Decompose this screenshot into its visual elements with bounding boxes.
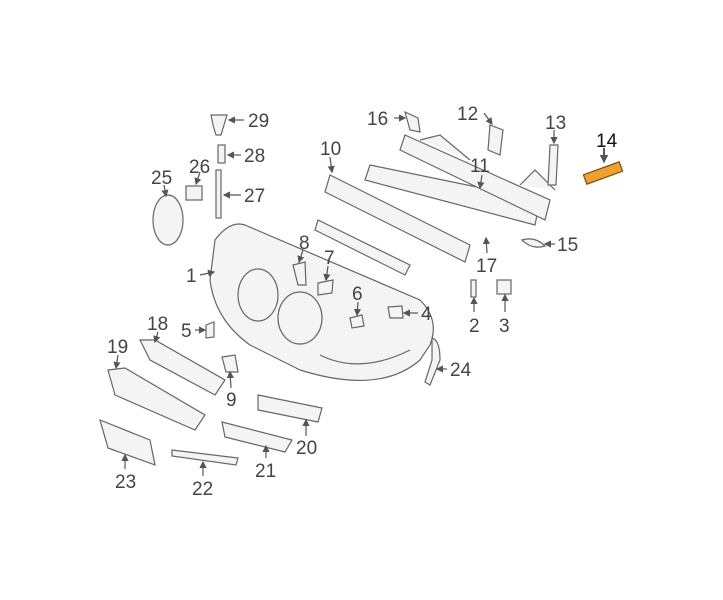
part-29-rivet[interactable] xyxy=(210,114,228,136)
part-7-bracket[interactable] xyxy=(317,279,334,296)
callout-16: 16 xyxy=(367,109,388,130)
callout-20: 20 xyxy=(296,438,317,459)
part-28-pin[interactable] xyxy=(217,144,226,164)
part-27-bolt[interactable] xyxy=(215,169,222,219)
callout-1: 1 xyxy=(186,266,197,287)
part-19-grille[interactable] xyxy=(107,367,206,431)
part-4-bracket[interactable] xyxy=(387,305,404,319)
callout-28: 28 xyxy=(244,146,265,167)
callout-8: 8 xyxy=(299,233,310,254)
part-12-bracket[interactable] xyxy=(487,124,504,156)
part-1-lower-opening xyxy=(319,349,411,365)
part-rail xyxy=(314,219,411,276)
callout-2: 2 xyxy=(469,316,480,337)
callout-22: 22 xyxy=(192,479,213,500)
callout-12: 12 xyxy=(457,104,478,125)
part-1-kidney-left xyxy=(237,268,279,322)
part-6-clip[interactable] xyxy=(349,314,365,329)
callout-10: 10 xyxy=(320,139,341,160)
part-2-screw[interactable] xyxy=(470,279,477,298)
part-14-highlighted[interactable] xyxy=(582,161,624,185)
callout-11: 11 xyxy=(470,156,490,177)
callout-25: 25 xyxy=(151,168,172,189)
callout-9: 9 xyxy=(226,390,237,411)
callout-18: 18 xyxy=(147,314,168,335)
callout-24: 24 xyxy=(450,360,472,381)
callout-19: 19 xyxy=(107,337,128,358)
callout-7: 7 xyxy=(324,248,335,269)
part-21-grille[interactable] xyxy=(221,421,293,453)
part-10-absorber[interactable] xyxy=(324,174,471,263)
callout-14: 14 xyxy=(596,131,618,152)
callout-26: 26 xyxy=(189,157,210,178)
part-15-cover[interactable] xyxy=(520,238,547,248)
part-13-bracket[interactable] xyxy=(547,144,559,186)
part-5-cover[interactable] xyxy=(205,321,215,339)
part-26-clip[interactable] xyxy=(185,185,203,201)
part-23-plate-bracket[interactable] xyxy=(99,418,156,466)
callout-5: 5 xyxy=(181,321,192,342)
part-18-grille[interactable] xyxy=(139,339,226,396)
part-24-trim[interactable] xyxy=(424,337,441,386)
part-20-grille[interactable] xyxy=(257,394,323,423)
callout-17: 17 xyxy=(476,256,497,277)
callout-13: 13 xyxy=(545,113,566,134)
callout-4: 4 xyxy=(421,304,432,325)
part-9-bracket[interactable] xyxy=(221,354,239,373)
part-25-kidney-grille[interactable] xyxy=(152,194,184,246)
callout-6: 6 xyxy=(352,284,363,305)
part-1-bumper-cover[interactable] xyxy=(209,223,434,382)
part-1-kidney-right xyxy=(277,291,323,345)
part-16-bracket[interactable] xyxy=(404,110,421,133)
callout-15: 15 xyxy=(557,235,578,256)
callout-29: 29 xyxy=(248,111,269,132)
callout-3: 3 xyxy=(499,316,510,337)
callout-21: 21 xyxy=(255,461,276,482)
callout-23: 23 xyxy=(115,472,136,493)
callout-27: 27 xyxy=(244,186,265,207)
part-3-nut[interactable] xyxy=(496,279,512,295)
leader-lines xyxy=(113,112,609,476)
part-22-trim[interactable] xyxy=(171,449,239,466)
